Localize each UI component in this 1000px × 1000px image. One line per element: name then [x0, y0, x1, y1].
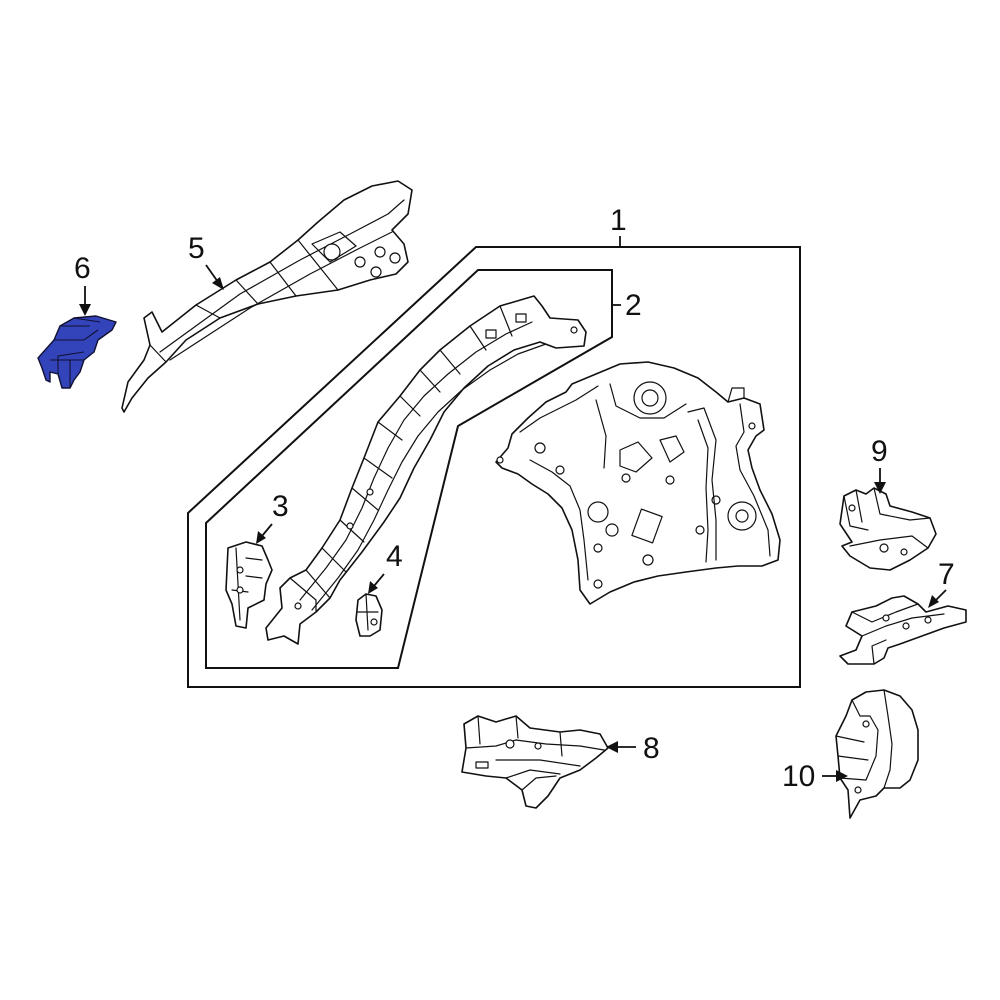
callout-10[interactable]: 10 — [782, 760, 848, 793]
part-4-bracket[interactable] — [355, 593, 383, 637]
callout-label-1: 1 — [610, 204, 627, 237]
callout-label-2: 2 — [625, 289, 642, 322]
part-5-rail[interactable] — [121, 180, 413, 413]
callout-label-7: 7 — [938, 558, 955, 591]
callout-4[interactable]: 4 — [368, 540, 403, 594]
arrowhead-6 — [79, 304, 91, 316]
part-3-bracket[interactable] — [225, 541, 273, 629]
part-8-bracket[interactable] — [461, 715, 609, 809]
callout-5[interactable]: 5 — [188, 232, 224, 290]
arrowhead-10 — [836, 770, 848, 782]
callout-1[interactable]: 1 — [610, 204, 627, 247]
callout-2[interactable]: 2 — [612, 289, 642, 322]
callout-7[interactable]: 7 — [928, 558, 955, 608]
assembly-frame-2 — [205, 269, 613, 669]
callout-9[interactable]: 9 — [871, 435, 888, 494]
part-7-bracket[interactable] — [839, 595, 967, 665]
leader-line-7 — [935, 589, 947, 601]
callout-6[interactable]: 6 — [74, 252, 91, 316]
arrowhead-5 — [212, 277, 224, 290]
callout-8[interactable]: 8 — [606, 732, 660, 765]
callout-3[interactable]: 3 — [256, 490, 289, 544]
part-6-bracket-highlighted[interactable] — [37, 315, 117, 389]
arrowhead-3 — [256, 531, 266, 544]
callout-label-6: 6 — [74, 252, 91, 285]
part-9-bracket[interactable] — [839, 487, 937, 571]
callout-label-8: 8 — [643, 732, 660, 765]
part-10-bracket[interactable] — [835, 689, 919, 819]
callout-label-9: 9 — [871, 435, 888, 468]
leader-line-5 — [205, 264, 219, 283]
arrowhead-4 — [368, 581, 378, 594]
callout-label-5: 5 — [188, 232, 205, 265]
callout-label-10: 10 — [782, 760, 815, 793]
assembly-frame-1 — [187, 246, 801, 688]
callout-label-3: 3 — [272, 490, 289, 523]
arrowhead-8 — [606, 741, 618, 753]
arrowhead-7 — [928, 595, 939, 608]
part-1-wheelhouse-panel[interactable] — [495, 361, 781, 605]
part-2-inner-rail[interactable] — [265, 295, 587, 645]
arrowhead-9 — [874, 482, 886, 494]
callout-label-4: 4 — [386, 540, 403, 573]
leader-line-3 — [261, 523, 273, 537]
leader-line-4 — [373, 573, 385, 587]
